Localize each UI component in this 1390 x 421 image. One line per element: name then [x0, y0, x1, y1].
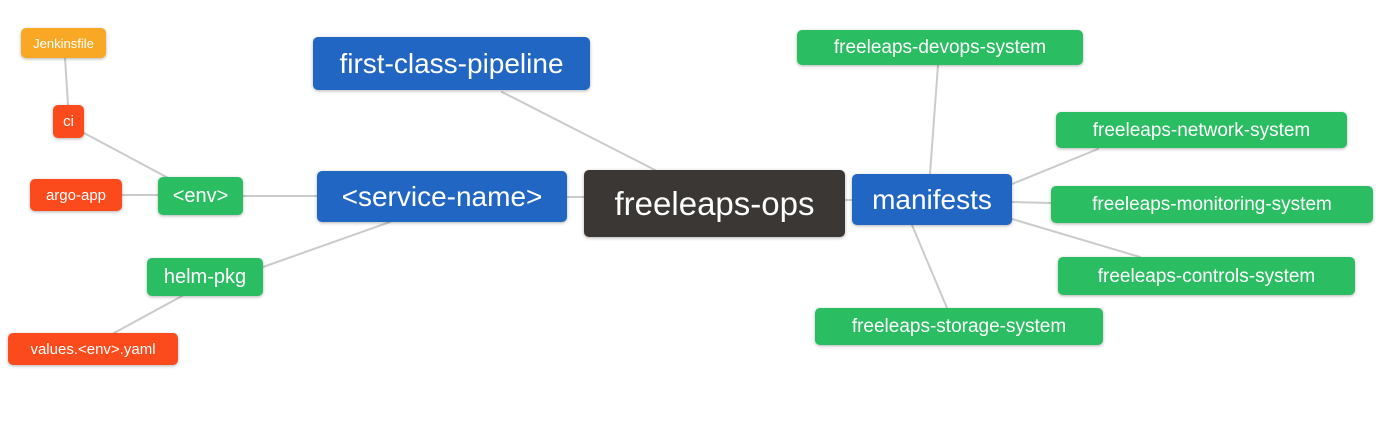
node-freeleaps-devops-system[interactable]: freeleaps-devops-system: [797, 30, 1083, 65]
node-jenkinsfile[interactable]: Jenkinsfile: [21, 28, 106, 58]
node-values-env-yaml[interactable]: values.<env>.yaml: [8, 333, 178, 365]
node-env[interactable]: <env>: [158, 177, 243, 215]
node-label-freeleaps-monitoring-system: freeleaps-monitoring-system: [1092, 194, 1332, 215]
node-label-freeleaps-storage-system: freeleaps-storage-system: [851, 316, 1067, 337]
edge-manifests-to-freeleaps-monitoring-system: [1011, 201, 1052, 204]
edge-manifests-to-freeleaps-network-system: [1011, 148, 1099, 185]
node-freeleaps-storage-system[interactable]: freeleaps-storage-system: [815, 308, 1103, 345]
edge-manifests-to-freeleaps-devops-system: [929, 64, 939, 175]
node-label-freeleaps-network-system: freeleaps-network-system: [1092, 119, 1311, 141]
edge-manifests-to-freeleaps-controls-system: [1011, 218, 1141, 258]
edge-jenkinsfile-to-ci: [64, 57, 69, 106]
edge-first-class-pipeline-to-freeleaps-ops: [501, 91, 656, 171]
node-manifests[interactable]: manifests: [852, 174, 1012, 225]
node-helm-pkg[interactable]: helm-pkg: [147, 258, 263, 296]
node-label-env: <env>: [172, 185, 229, 207]
node-freeleaps-controls-system[interactable]: freeleaps-controls-system: [1058, 257, 1355, 295]
node-label-service-name: <service-name>: [341, 180, 543, 212]
node-label-freeleaps-ops: freeleaps-ops: [614, 185, 815, 222]
node-freeleaps-network-system[interactable]: freeleaps-network-system: [1056, 112, 1347, 148]
node-service-name[interactable]: <service-name>: [317, 171, 567, 222]
node-freeleaps-monitoring-system[interactable]: freeleaps-monitoring-system: [1051, 186, 1373, 223]
edge-helm-pkg-to-values-env-yaml: [113, 295, 183, 334]
node-label-ci: ci: [63, 113, 74, 130]
node-argo-app[interactable]: argo-app: [30, 179, 122, 211]
node-ci[interactable]: ci: [53, 105, 84, 138]
node-label-argo-app: argo-app: [45, 186, 107, 204]
node-label-first-class-pipeline: first-class-pipeline: [339, 47, 564, 79]
node-label-manifests: manifests: [872, 183, 992, 215]
node-label-helm-pkg: helm-pkg: [163, 266, 247, 288]
node-label-freeleaps-controls-system: freeleaps-controls-system: [1097, 265, 1316, 287]
node-freeleaps-ops[interactable]: freeleaps-ops: [584, 170, 845, 237]
edge-manifests-to-freeleaps-storage-system: [911, 224, 948, 309]
node-label-freeleaps-devops-system: freeleaps-devops-system: [833, 37, 1047, 58]
node-label-jenkinsfile: Jenkinsfile: [33, 35, 94, 51]
node-first-class-pipeline[interactable]: first-class-pipeline: [313, 37, 590, 90]
node-label-values-env-yaml: values.<env>.yaml: [30, 340, 156, 358]
edge-ci-to-env: [83, 132, 173, 181]
edge-helm-pkg-to-service-name: [262, 221, 391, 268]
